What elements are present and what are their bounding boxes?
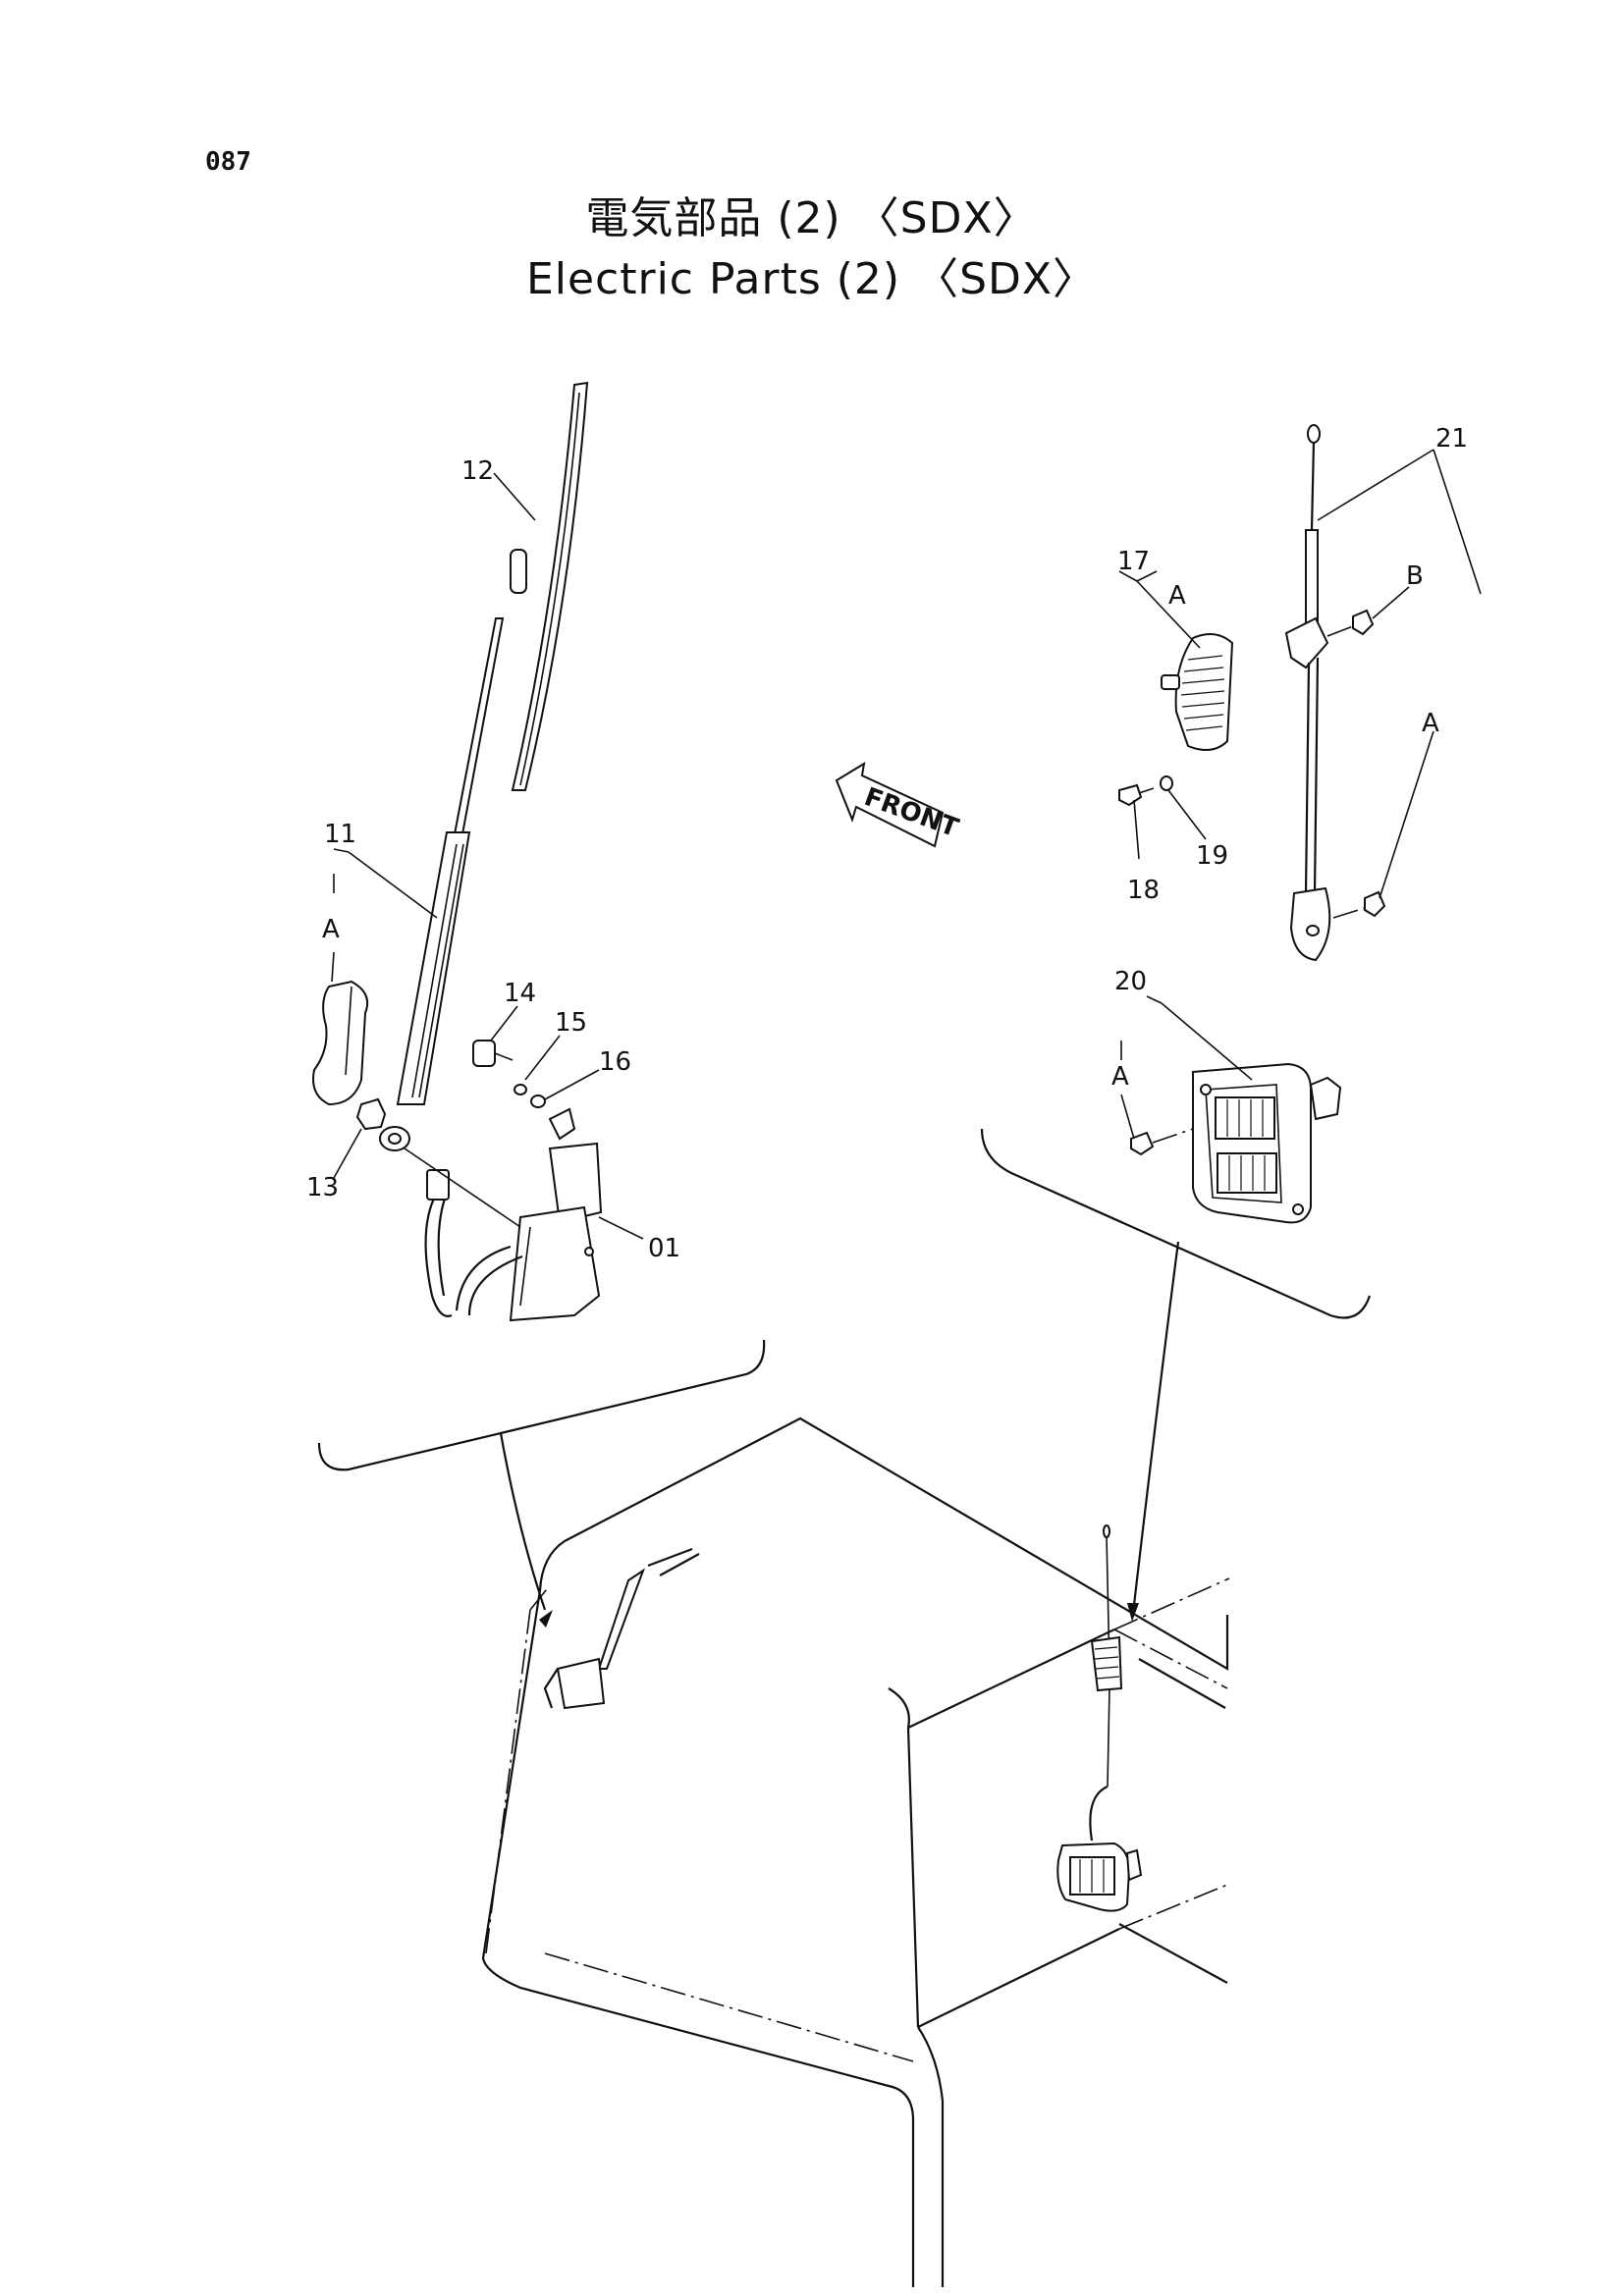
callout-labels: 12 11 A 13 14 15 16 01 17 A 18 19 20 A 2…	[306, 424, 1468, 1263]
wiper-callout-bubble	[317, 1339, 766, 1628]
callout-17-sub-a: A	[1168, 581, 1186, 611]
callout-15: 15	[555, 1008, 587, 1038]
callout-19: 19	[1196, 841, 1228, 871]
callout-21: 21	[1435, 424, 1468, 454]
wiper-motor	[404, 1107, 603, 1322]
side-marker-lamp	[1118, 633, 1234, 807]
wiper-arm	[379, 617, 505, 1151]
callout-20-sub-a: A	[1111, 1062, 1129, 1092]
leader-lines	[331, 449, 1482, 1240]
page-title-japanese: 電気部品 (2) 〈SDX〉	[585, 193, 1038, 243]
square-lamp	[1130, 1062, 1342, 1224]
cab-body	[481, 1416, 1230, 2287]
lamp-callout-bubble	[980, 1128, 1372, 1622]
callout-01: 01	[648, 1234, 680, 1263]
wiper-blade	[510, 381, 589, 791]
arm-cover	[312, 980, 369, 1106]
callout-12: 12	[461, 456, 494, 486]
callout-11-sub-a: A	[322, 915, 340, 944]
callout-20: 20	[1114, 967, 1147, 996]
callout-21-sub-a: A	[1422, 709, 1439, 738]
page-number: 087	[205, 147, 251, 177]
callout-13: 13	[306, 1173, 339, 1202]
nut	[355, 1097, 387, 1131]
callout-14: 14	[504, 979, 536, 1008]
callout-11: 11	[324, 820, 356, 849]
callout-17: 17	[1117, 547, 1150, 576]
callout-21-sub-b: B	[1406, 561, 1424, 591]
cab-antenna-mini	[1056, 1524, 1143, 1912]
front-arrow-indicator: FRONT	[835, 762, 962, 848]
antenna	[1284, 424, 1386, 962]
cab-wiper-mini	[543, 1547, 700, 1710]
callout-18: 18	[1127, 876, 1160, 905]
callout-16: 16	[599, 1047, 631, 1077]
page-title-english: Electric Parts (2) 〈SDX〉	[525, 254, 1098, 304]
bolt-and-washers	[472, 1040, 546, 1108]
